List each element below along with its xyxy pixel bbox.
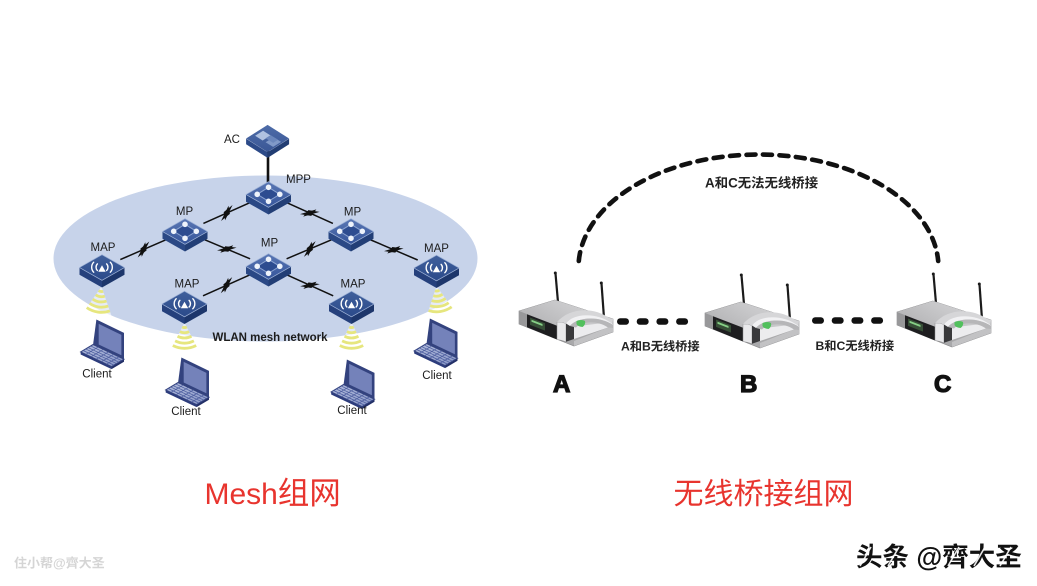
svg-text:A: A [553, 371, 570, 398]
svg-text:C: C [837, 339, 846, 353]
svg-text:Client: Client [422, 370, 452, 382]
svg-text:MP: MP [261, 238, 279, 250]
svg-text:MP: MP [176, 206, 194, 218]
svg-text:WLAN mesh network: WLAN mesh network [212, 332, 328, 344]
svg-text:Client: Client [171, 406, 201, 418]
svg-text:C: C [934, 371, 951, 398]
svg-text:Client: Client [337, 405, 367, 417]
svg-text:MAP: MAP [424, 243, 449, 255]
svg-text:Client: Client [82, 369, 112, 381]
svg-text:Mesh: Mesh [205, 478, 278, 511]
svg-text:@: @ [916, 542, 942, 572]
svg-text:AC: AC [224, 134, 240, 146]
svg-text:MAP: MAP [341, 279, 366, 291]
svg-text:C: C [728, 176, 738, 191]
svg-text:MAP: MAP [91, 242, 116, 254]
svg-text:MP: MP [344, 207, 362, 219]
svg-text:MPP: MPP [286, 174, 311, 186]
svg-text:@: @ [53, 556, 66, 571]
svg-text:A: A [705, 176, 715, 191]
svg-text:MAP: MAP [175, 279, 200, 291]
svg-text:B: B [642, 340, 651, 354]
svg-text:A: A [621, 340, 630, 354]
svg-text:B: B [740, 371, 757, 398]
svg-text:B: B [816, 339, 825, 353]
